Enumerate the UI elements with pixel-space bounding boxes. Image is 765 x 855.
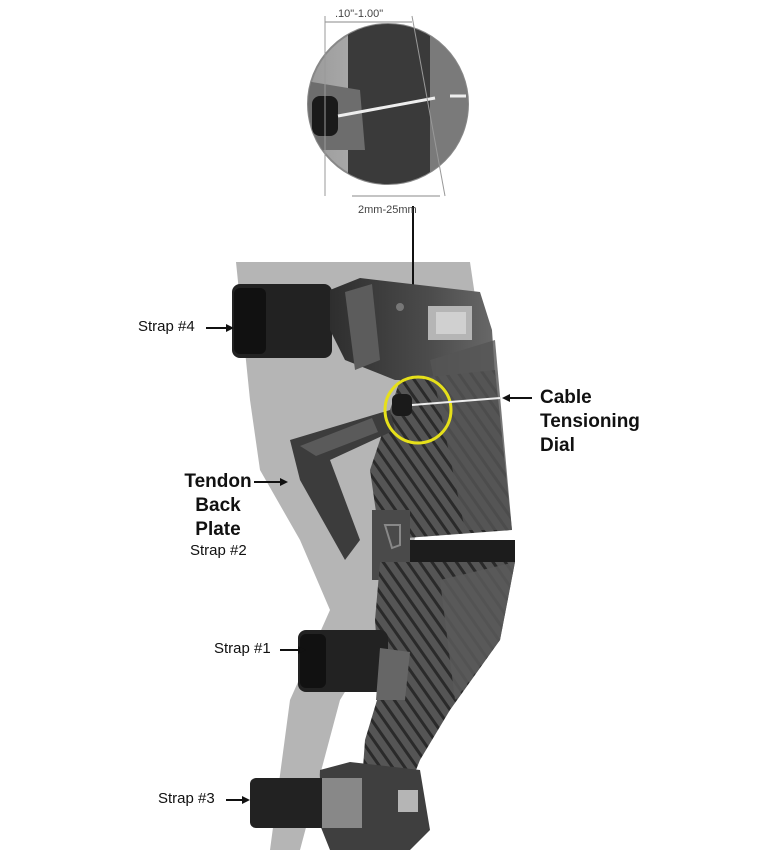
strap-4-label: Strap #4 [138,318,195,335]
tendon-back-plate-label: Tendon Back Plate [182,470,254,542]
strap-3-band [250,778,362,828]
tendon-back-plate-illustration [290,410,395,560]
knee-hinge-band [380,540,515,562]
cable-label-line-1: Cable [540,387,592,408]
cable-dial [392,394,412,416]
strap-2-label: Strap #2 [190,542,247,559]
strap-3-label: Strap #3 [158,790,215,807]
label-arrows [206,324,532,804]
tendon-label-line-2: Back [195,495,241,516]
cable-dial-highlight-ring [383,375,453,445]
top-measure-text: .10"-1.00" [335,8,384,20]
strap-1-label: Strap #1 [214,640,271,657]
strap-4-band [232,284,332,358]
cable-tensioning-dial-label: Cable Tensioning Dial [540,386,640,458]
cable-label-line-3: Dial [540,435,575,456]
zoom-inset [307,15,469,197]
bottom-measure-text: 2mm-25mm [358,204,417,216]
strap-1-band [298,630,410,700]
tendon-label-line-1: Tendon [184,471,252,492]
tendon-label-line-3: Plate [195,519,241,540]
cable-label-line-2: Tensioning [540,411,640,432]
